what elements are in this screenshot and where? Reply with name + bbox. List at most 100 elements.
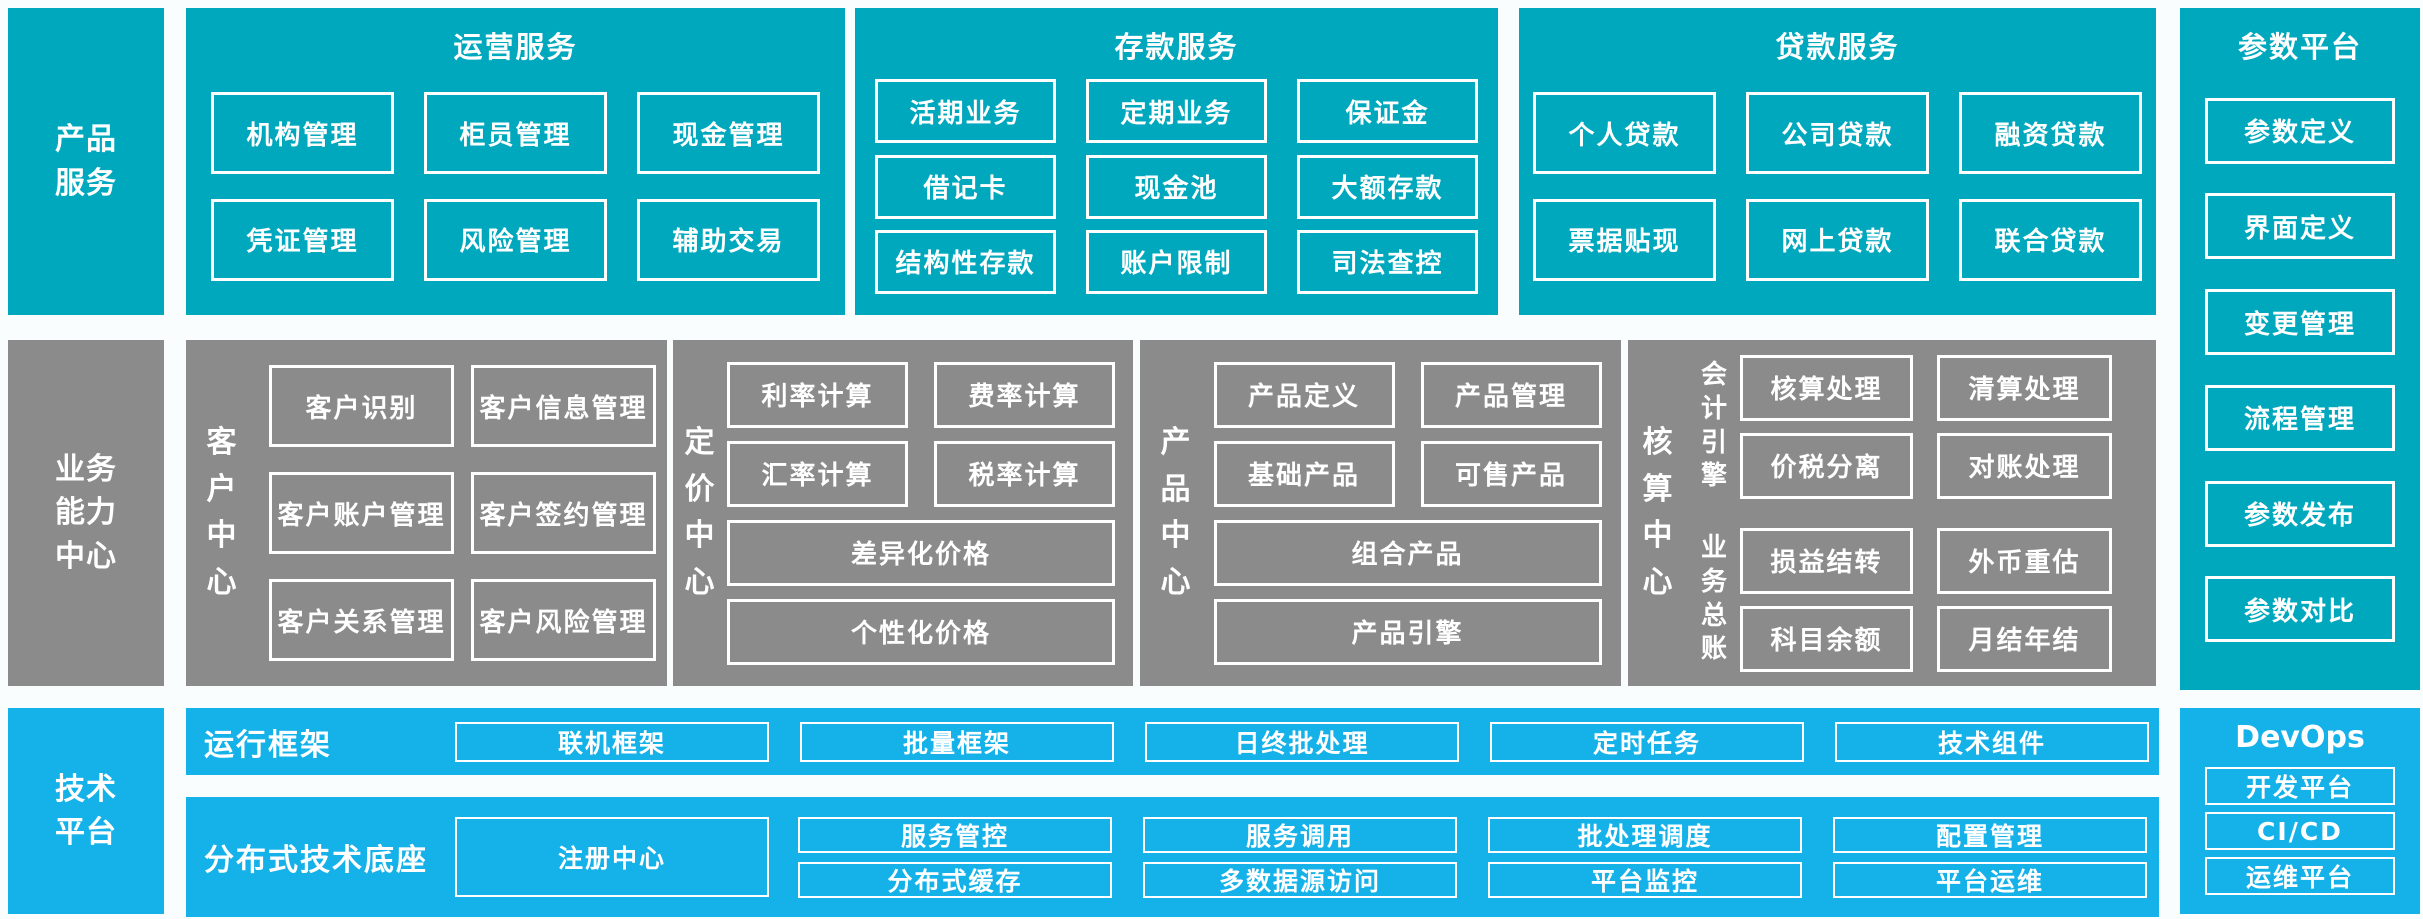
product-center-boxes: 产品定义 产品管理 基础产品 可售产品 组合产品 产品引擎 bbox=[1212, 340, 1621, 686]
operations-box: 辅助交易 bbox=[637, 198, 820, 281]
distributed-box: 服务调用 bbox=[1143, 816, 1457, 853]
runtime-box: 技术组件 bbox=[1835, 721, 2149, 762]
accounting-group-engine: 会 计 引 擎 核算处理 清算处理 价税分离 对账处理 bbox=[1688, 354, 2132, 499]
registry-center-box: 注册中心 bbox=[455, 817, 769, 897]
customer-box: 客户风险管理 bbox=[471, 579, 656, 661]
distributed-box: 平台监控 bbox=[1488, 861, 1802, 898]
runtime-framework-label: 运行框架 bbox=[204, 727, 332, 763]
accounting-box: 价税分离 bbox=[1740, 432, 1913, 499]
accounting-engine-label: 会 计 引 擎 bbox=[1700, 359, 1727, 492]
pricing-center-boxes: 利率计算 费率计算 汇率计算 税率计算 差异化价格 个性化价格 bbox=[727, 340, 1133, 686]
accounting-box: 损益结转 bbox=[1740, 527, 1913, 594]
operations-box: 现金管理 bbox=[637, 92, 820, 175]
devops-box: 运维平台 bbox=[2205, 857, 2395, 895]
distributed-box: 平台运维 bbox=[1833, 861, 2147, 898]
deposits-box: 保证金 bbox=[1297, 79, 1478, 144]
operations-box: 风险管理 bbox=[424, 198, 607, 281]
distributed-base-grid: 服务管控 服务调用 批处理调度 配置管理 分布式缓存 多数据源访问 平台监控 平… bbox=[798, 816, 2147, 898]
product-box: 基础产品 bbox=[1213, 440, 1395, 507]
rail-business-center: 业务 能力 中心 bbox=[8, 340, 164, 686]
operations-box: 凭证管理 bbox=[211, 198, 394, 281]
devops-box: 开发平台 bbox=[2205, 767, 2395, 805]
section-customer-center: 客 户 中 心 客户识别 客户信息管理 客户账户管理 客户签约管理 客户关系管理… bbox=[186, 340, 667, 686]
deposits-box: 结构性存款 bbox=[875, 229, 1056, 294]
runtime-framework-boxes: 联机框架 批量框架 日终批处理 定时任务 技术组件 bbox=[455, 721, 2149, 762]
param-box: 界面定义 bbox=[2205, 193, 2395, 260]
distributed-box: 分布式缓存 bbox=[798, 861, 1112, 898]
accounting-box: 核算处理 bbox=[1740, 354, 1913, 421]
section-operations: 运营服务 机构管理 柜员管理 现金管理 凭证管理 风险管理 辅助交易 bbox=[186, 8, 845, 315]
customer-center-label: 客 户 中 心 bbox=[206, 425, 238, 600]
operations-box: 机构管理 bbox=[211, 92, 394, 175]
section-param-platform: 参数平台 参数定义 界面定义 变更管理 流程管理 参数发布 参数对比 bbox=[2180, 8, 2420, 690]
pricing-box-wide: 差异化价格 bbox=[727, 519, 1115, 586]
param-box: 流程管理 bbox=[2205, 384, 2395, 451]
runtime-box: 定时任务 bbox=[1490, 721, 1804, 762]
distributed-box: 批处理调度 bbox=[1488, 816, 1802, 853]
accounting-box: 科目余额 bbox=[1740, 605, 1913, 672]
customer-box: 客户签约管理 bbox=[471, 472, 656, 554]
section-operations-title: 运营服务 bbox=[453, 30, 578, 64]
accounting-box: 外币重估 bbox=[1937, 527, 2112, 594]
deposits-box: 定期业务 bbox=[1086, 79, 1267, 144]
accounting-box: 月结年结 bbox=[1937, 605, 2112, 672]
distributed-base-body: 注册中心 服务管控 服务调用 批处理调度 配置管理 分布式缓存 多数据源访问 平… bbox=[455, 816, 2147, 898]
deposits-box: 司法查控 bbox=[1297, 229, 1478, 294]
param-box: 参数定义 bbox=[2205, 97, 2395, 164]
rail-tech-platform-label: 技术 平台 bbox=[55, 771, 117, 851]
product-box-wide: 产品引擎 bbox=[1213, 598, 1602, 665]
devops-title: DevOps bbox=[2235, 720, 2365, 755]
section-distributed-base: 分布式技术底座 注册中心 服务管控 服务调用 批处理调度 配置管理 分布式缓存 … bbox=[186, 797, 2159, 917]
loans-box: 票据贴现 bbox=[1533, 198, 1716, 281]
section-loans: 贷款服务 个人贷款 公司贷款 融资贷款 票据贴现 网上贷款 联合贷款 bbox=[1519, 8, 2156, 315]
loans-box: 个人贷款 bbox=[1533, 92, 1716, 175]
runtime-box: 联机框架 bbox=[455, 721, 769, 762]
rail-product-services: 产品 服务 bbox=[8, 8, 164, 315]
business-ledger-label: 业 务 总 账 bbox=[1700, 532, 1727, 665]
param-box: 参数发布 bbox=[2205, 480, 2395, 547]
rail-product-services-label: 产品 服务 bbox=[55, 122, 117, 201]
product-center-label: 产 品 中 心 bbox=[1160, 425, 1192, 600]
deposits-box: 借记卡 bbox=[875, 154, 1056, 219]
section-deposits: 存款服务 活期业务 定期业务 保证金 借记卡 现金池 大额存款 结构性存款 账户… bbox=[855, 8, 1498, 315]
deposits-box: 活期业务 bbox=[875, 79, 1056, 144]
section-accounting-center: 核 算 中 心 会 计 引 擎 核算处理 清算处理 价税分离 对账处理 业 务 … bbox=[1628, 340, 2156, 686]
rail-tech-platform: 技术 平台 bbox=[8, 708, 164, 914]
distributed-box: 配置管理 bbox=[1833, 816, 2147, 853]
section-runtime-framework: 运行框架 联机框架 批量框架 日终批处理 定时任务 技术组件 bbox=[186, 708, 2159, 775]
operations-rows: 机构管理 柜员管理 现金管理 凭证管理 风险管理 辅助交易 bbox=[186, 68, 845, 305]
customer-box: 客户账户管理 bbox=[269, 472, 454, 554]
pricing-box: 汇率计算 bbox=[727, 440, 908, 507]
loans-box: 网上贷款 bbox=[1746, 198, 1929, 281]
deposits-rows: 活期业务 定期业务 保证金 借记卡 现金池 大额存款 结构性存款 账户限制 司法… bbox=[855, 68, 1498, 305]
product-box-wide: 组合产品 bbox=[1213, 519, 1602, 586]
distributed-box: 多数据源访问 bbox=[1143, 861, 1457, 898]
pricing-box: 利率计算 bbox=[727, 361, 908, 428]
accounting-box: 对账处理 bbox=[1937, 432, 2112, 499]
loans-rows: 个人贷款 公司贷款 融资贷款 票据贴现 网上贷款 联合贷款 bbox=[1519, 68, 2156, 305]
accounting-group-ledger: 业 务 总 账 损益结转 外币重估 科目余额 月结年结 bbox=[1688, 527, 2132, 672]
deposits-box: 现金池 bbox=[1086, 154, 1267, 219]
runtime-box: 批量框架 bbox=[800, 721, 1114, 762]
devops-box: CI/CD bbox=[2205, 812, 2395, 850]
section-loans-title: 贷款服务 bbox=[1775, 30, 1900, 64]
pricing-box: 费率计算 bbox=[934, 361, 1115, 428]
accounting-center-label: 核 算 中 心 bbox=[1642, 425, 1674, 600]
pricing-box-wide: 个性化价格 bbox=[727, 598, 1115, 665]
devops-boxes: 开发平台 CI/CD 运维平台 bbox=[2180, 760, 2420, 914]
runtime-box: 日终批处理 bbox=[1145, 721, 1459, 762]
customer-box: 客户识别 bbox=[269, 365, 454, 447]
product-box: 产品定义 bbox=[1213, 361, 1395, 428]
section-pricing-center: 定 价 中 心 利率计算 费率计算 汇率计算 税率计算 差异化价格 个性化价格 bbox=[673, 340, 1133, 686]
operations-box: 柜员管理 bbox=[424, 92, 607, 175]
pricing-box: 税率计算 bbox=[934, 440, 1115, 507]
deposits-box: 账户限制 bbox=[1086, 229, 1267, 294]
param-platform-boxes: 参数定义 界面定义 变更管理 流程管理 参数发布 参数对比 bbox=[2180, 68, 2420, 690]
param-platform-title: 参数平台 bbox=[2237, 30, 2362, 64]
section-product-center: 产 品 中 心 产品定义 产品管理 基础产品 可售产品 组合产品 产品引擎 bbox=[1140, 340, 1621, 686]
loans-box: 融资贷款 bbox=[1959, 92, 2142, 175]
section-deposits-title: 存款服务 bbox=[1114, 30, 1239, 64]
customer-box: 客户关系管理 bbox=[269, 579, 454, 661]
loans-box: 公司贷款 bbox=[1746, 92, 1929, 175]
